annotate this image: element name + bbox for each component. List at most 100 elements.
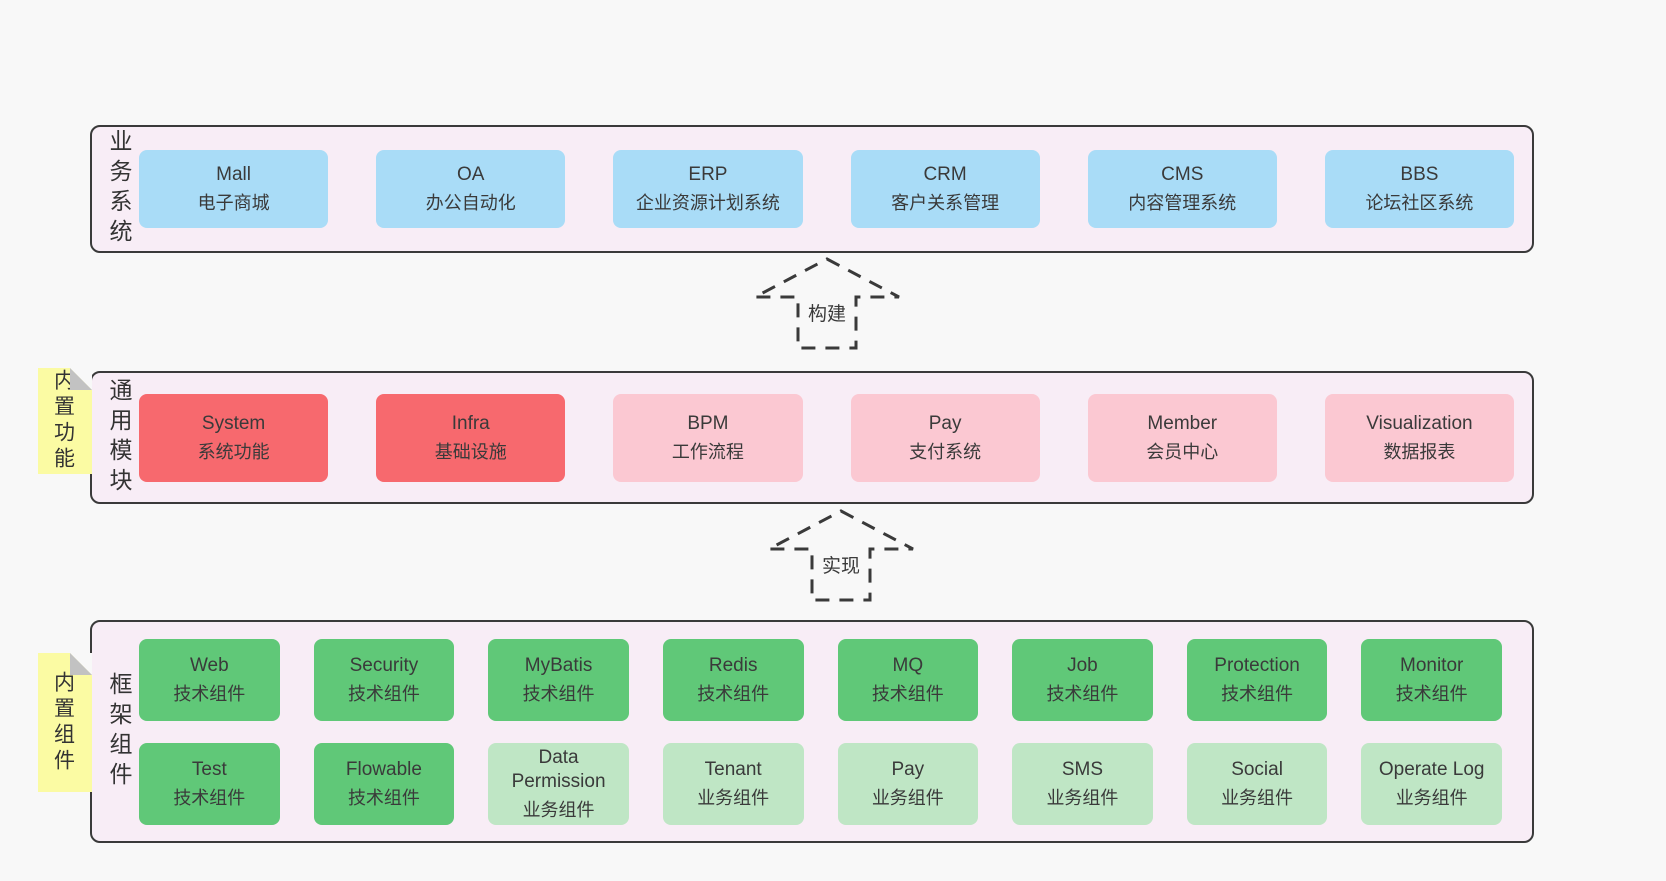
box-title: SMS: [1061, 758, 1104, 780]
framework-components-layer: 框架组件 Web 技术组件 Security 技术组件 MyBatis 技术组件…: [90, 620, 1534, 843]
box-title: Monitor: [1400, 654, 1464, 676]
component-box-flowable: Flowable 技术组件: [313, 742, 455, 825]
module-box-bpm: BPM 工作流程: [613, 393, 803, 482]
component-box-mq: MQ 技术组件: [837, 638, 979, 721]
folded-corner-icon: [70, 653, 92, 675]
module-box-infra: Infra 基础设施: [376, 393, 566, 482]
box-subtitle: 技术组件: [1046, 683, 1119, 704]
box-subtitle: 客户关系管理: [891, 193, 1000, 214]
implement-arrow-label: 实现: [814, 548, 868, 581]
system-box-crm: CRM 客户关系管理: [850, 150, 1040, 228]
sticky-note-text: 内置功能: [51, 369, 75, 473]
module-box-pay: Pay 支付系统: [850, 393, 1040, 482]
box-subtitle: 业务组件: [697, 787, 770, 808]
folded-corner-icon: [70, 368, 92, 390]
component-box-protection: Protection 技术组件: [1186, 638, 1328, 721]
box-subtitle: 工作流程: [671, 441, 744, 462]
box-title: CMS: [1161, 164, 1204, 186]
sticky-note-builtin-functions: 内置功能: [38, 368, 92, 474]
box-subtitle: 业务组件: [1395, 787, 1468, 808]
box-title: Pay: [891, 758, 925, 780]
business-layer-label: 业务系统: [106, 129, 132, 249]
component-box-monitor: Monitor 技术组件: [1361, 638, 1502, 721]
business-systems-layer: 业务系统 Mall 电子商城 OA 办公自动化 ERP 企业资源计划系统 CRM…: [90, 125, 1534, 253]
box-title: BBS: [1400, 164, 1439, 186]
box-title: System: [201, 412, 266, 434]
component-box-sms: SMS 业务组件: [1012, 742, 1153, 825]
module-box-system: System 系统功能: [139, 393, 329, 482]
system-box-mall: Mall 电子商城: [139, 150, 329, 228]
box-title: MyBatis: [524, 654, 593, 676]
box-title: Redis: [708, 654, 758, 676]
box-subtitle: 企业资源计划系统: [635, 193, 780, 214]
box-subtitle: 业务组件: [1046, 787, 1119, 808]
box-subtitle: 内容管理系统: [1128, 193, 1237, 214]
box-title: MQ: [892, 654, 924, 676]
box-subtitle: 支付系统: [909, 441, 982, 462]
component-box-redis: Redis 技术组件: [662, 638, 804, 721]
box-title: Security: [349, 654, 419, 676]
box-title: Protection: [1214, 654, 1300, 676]
box-subtitle: 技术组件: [173, 787, 246, 808]
box-title: BPM: [687, 412, 729, 434]
box-subtitle: 业务组件: [1221, 787, 1294, 808]
up-arrow-icon: [768, 509, 914, 602]
box-subtitle: 业务组件: [522, 799, 595, 820]
common-modules-layer: 通用模块 System 系统功能 Infra 基础设施 BPM 工作流程 Pay…: [90, 371, 1534, 504]
box-subtitle: 业务组件: [871, 787, 944, 808]
box-title: Tenant: [704, 758, 762, 780]
component-rows: Web 技术组件 Security 技术组件 MyBatis 技术组件 Redi…: [139, 638, 1532, 825]
up-arrow-icon: [754, 257, 900, 350]
box-subtitle: 办公自动化: [425, 193, 516, 214]
box-title: Infra: [451, 412, 490, 434]
system-box-oa: OA 办公自动化: [376, 150, 566, 228]
box-title: Test: [191, 758, 227, 780]
box-title: Mall: [216, 164, 251, 186]
box-title: Pay: [928, 412, 962, 434]
module-box-member: Member 会员中心: [1087, 393, 1277, 482]
box-subtitle: 技术组件: [1221, 683, 1294, 704]
box-subtitle: 技术组件: [697, 683, 770, 704]
box-subtitle: 数据报表: [1383, 441, 1456, 462]
implement-arrow: 实现: [766, 508, 916, 603]
component-box-operate-log: Operate Log 业务组件: [1361, 742, 1502, 825]
component-box-security: Security 技术组件: [313, 638, 455, 721]
business-boxes: Mall 电子商城 OA 办公自动化 ERP 企业资源计划系统 CRM 客户关系…: [139, 150, 1532, 228]
box-subtitle: 论坛社区系统: [1365, 193, 1474, 214]
system-box-bbs: BBS 论坛社区系统: [1324, 150, 1515, 228]
box-subtitle: 技术组件: [347, 683, 420, 704]
component-box-web: Web 技术组件: [139, 638, 280, 721]
box-subtitle: 基础设施: [434, 441, 507, 462]
component-box-tenant: Tenant 业务组件: [662, 742, 804, 825]
box-title: OA: [457, 164, 485, 186]
box-title: Social: [1231, 758, 1283, 780]
box-subtitle: 技术组件: [173, 683, 246, 704]
box-title: Member: [1147, 412, 1218, 434]
component-row-2: Test 技术组件 Flowable 技术组件 Data Permission …: [139, 742, 1502, 825]
box-title: Operate Log: [1378, 758, 1485, 780]
build-arrow-label: 构建: [800, 296, 854, 329]
component-box-pay: Pay 业务组件: [837, 742, 979, 825]
module-boxes: System 系统功能 Infra 基础设施 BPM 工作流程 Pay 支付系统…: [139, 393, 1532, 482]
box-subtitle: 系统功能: [197, 441, 270, 462]
modules-layer-label: 通用模块: [106, 377, 132, 498]
box-subtitle: 电子商城: [197, 193, 270, 214]
component-row-1: Web 技术组件 Security 技术组件 MyBatis 技术组件 Redi…: [139, 638, 1502, 721]
box-subtitle: 技术组件: [1395, 683, 1468, 704]
system-box-erp: ERP 企业资源计划系统: [613, 150, 803, 228]
box-subtitle: 会员中心: [1146, 441, 1219, 462]
component-box-mybatis: MyBatis 技术组件: [488, 638, 629, 721]
box-subtitle: 技术组件: [347, 787, 420, 808]
system-box-cms: CMS 内容管理系统: [1087, 150, 1277, 228]
build-arrow: 构建: [752, 256, 902, 351]
box-title: ERP: [688, 164, 728, 186]
box-title: Data Permission: [511, 747, 606, 792]
box-title: CRM: [923, 164, 967, 186]
components-layer-label: 框架组件: [106, 671, 132, 792]
box-subtitle: 技术组件: [522, 683, 595, 704]
component-box-test: Test 技术组件: [139, 742, 280, 825]
box-title: Web: [189, 654, 229, 676]
box-title: Job: [1067, 654, 1098, 676]
component-box-job: Job 技术组件: [1012, 638, 1153, 721]
